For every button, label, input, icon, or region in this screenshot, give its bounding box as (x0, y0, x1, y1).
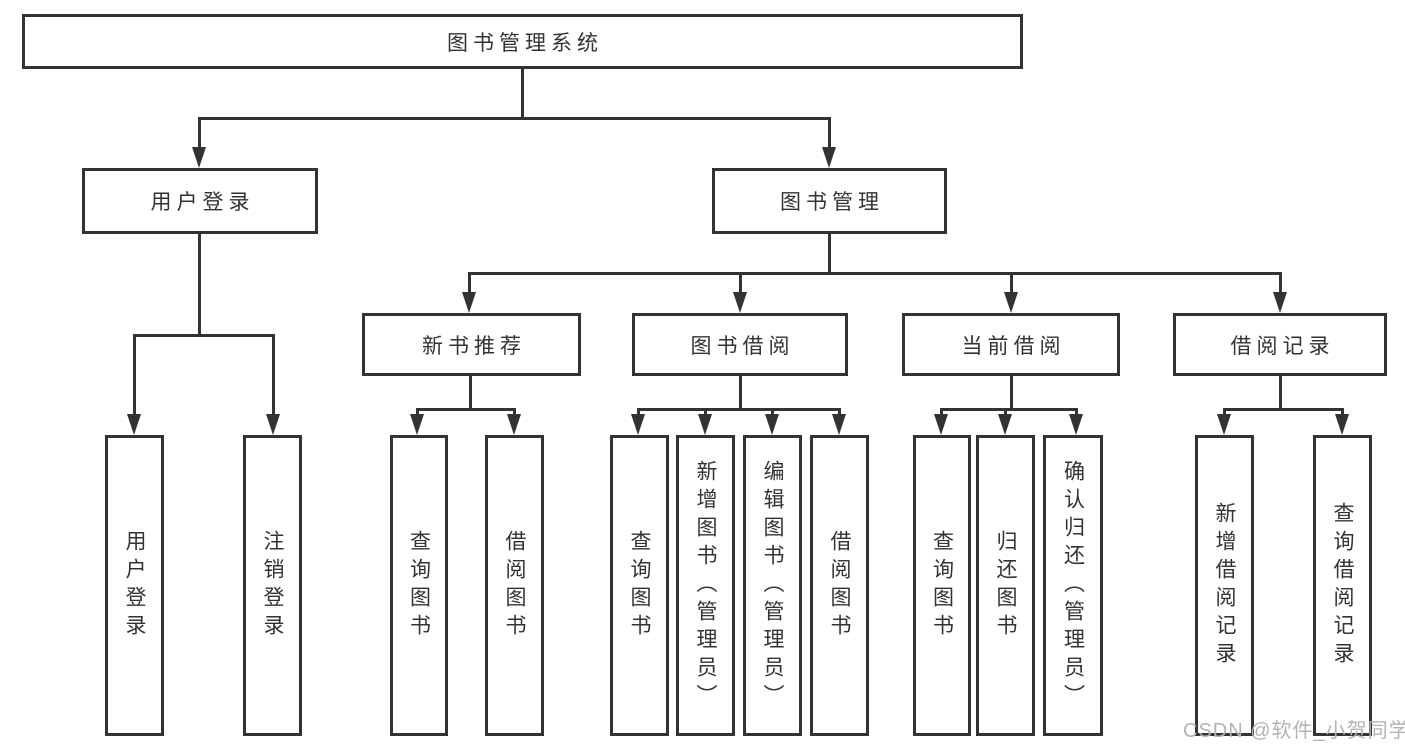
edge-stub (1223, 408, 1226, 418)
leaf-confirm-return-admin: 确认归还（管理员） (1043, 435, 1103, 736)
leaf-label: 用户登录 (123, 529, 146, 642)
leaf-label: 借阅图书 (828, 529, 851, 642)
arrow-down-icon (1335, 414, 1349, 435)
edge-to-leaf-user-login (133, 334, 136, 416)
arrow-down-icon (1069, 414, 1083, 435)
arrow-down-icon (1217, 414, 1231, 435)
leaf-label: 归还图书 (994, 529, 1017, 642)
edge-to-user-login (198, 117, 201, 150)
edge-bookborrow-rail (637, 408, 841, 411)
node-book-management: 图书管理 (712, 168, 947, 234)
edge-stub (637, 408, 640, 418)
node-new-book-recommend: 新书推荐 (362, 313, 581, 376)
leaf-query-books-current: 查询图书 (913, 435, 971, 736)
leaf-label: 编辑图书（管理员） (761, 459, 784, 712)
leaf-borrow-books: 借阅图书 (810, 435, 869, 736)
edge-to-current-borrow (1010, 272, 1013, 295)
edge-stub (940, 408, 943, 418)
arrow-down-icon (832, 414, 846, 435)
edge-stub (704, 408, 707, 418)
leaf-label: 查询图书 (407, 529, 431, 642)
arrow-down-icon (1004, 292, 1018, 313)
node-borrow-records: 借阅记录 (1173, 313, 1387, 376)
edge-root-rail (198, 117, 831, 120)
edge-bookborrow-stem (739, 376, 742, 411)
edge-borrowrecords-stem (1279, 376, 1282, 411)
arrow-down-icon (462, 292, 476, 313)
arrow-down-icon (631, 414, 645, 435)
edge-currentborrow-stem (1010, 376, 1013, 411)
leaf-borrow-books-recommend: 借阅图书 (485, 435, 544, 736)
arrow-down-icon (698, 414, 712, 435)
leaf-label: 确认归还（管理员） (1061, 459, 1085, 712)
leaf-label: 注销登录 (261, 529, 284, 642)
leaf-label: 新增借阅记录 (1213, 501, 1236, 670)
edge-borrowrecords-rail (1223, 408, 1344, 411)
leaf-add-book-admin: 新增图书（管理员） (676, 435, 735, 736)
edge-stub (513, 408, 516, 418)
leaf-logout: 注销登录 (243, 435, 302, 736)
edge-to-recommend (468, 272, 471, 295)
arrow-down-icon (127, 414, 141, 435)
edge-stub (771, 408, 774, 418)
leaf-query-books-borrow: 查询图书 (610, 435, 669, 736)
leaf-return-books: 归还图书 (976, 435, 1035, 736)
edge-bookmgmt-stem (828, 234, 831, 275)
leaf-label: 查询借阅记录 (1331, 501, 1354, 670)
leaf-edit-book-admin: 编辑图书（管理员） (743, 435, 802, 736)
edge-to-book-management (828, 117, 831, 150)
edge-stub (416, 408, 419, 418)
edge-bookmgmt-rail (468, 272, 1282, 275)
leaf-label: 查询图书 (628, 529, 651, 642)
arrow-down-icon (934, 414, 948, 435)
edge-userlogin-rail (133, 334, 275, 337)
edge-userlogin-stem (198, 234, 201, 337)
leaf-query-borrow-record: 查询借阅记录 (1313, 435, 1372, 736)
arrow-down-icon (765, 414, 779, 435)
arrow-down-icon (507, 414, 521, 435)
edge-currentborrow-rail (940, 408, 1078, 411)
node-root: 图书管理系统 (22, 14, 1023, 69)
edge-stub (1004, 408, 1007, 418)
leaf-query-books-recommend: 查询图书 (390, 435, 448, 736)
node-current-borrow: 当前借阅 (902, 313, 1120, 376)
watermark: CSDN @软件_小贺同学 (1183, 720, 1405, 742)
arrow-down-icon (266, 414, 280, 435)
arrow-down-icon (1273, 292, 1287, 313)
arrow-down-icon (998, 414, 1012, 435)
arrow-down-icon (410, 414, 424, 435)
edge-recommend-rail (416, 408, 516, 411)
leaf-user-login: 用户登录 (105, 435, 164, 736)
edge-to-borrow-records (1279, 272, 1282, 295)
leaf-label: 借阅图书 (503, 529, 526, 642)
edge-recommend-stem (469, 376, 472, 411)
edge-root-stem (521, 68, 524, 119)
node-user-login: 用户登录 (82, 168, 318, 234)
edge-stub (838, 408, 841, 418)
arrow-down-icon (192, 147, 206, 168)
edge-stub (1075, 408, 1078, 418)
node-book-borrow: 图书借阅 (632, 313, 848, 376)
arrow-down-icon (733, 292, 747, 313)
leaf-label: 新增图书（管理员） (694, 459, 717, 712)
edge-stub (1341, 408, 1344, 418)
leaf-add-borrow-record: 新增借阅记录 (1195, 435, 1254, 736)
edge-to-leaf-logout (272, 334, 275, 416)
edge-to-book-borrow (739, 272, 742, 295)
arrow-down-icon (822, 147, 836, 168)
leaf-label: 查询图书 (930, 529, 954, 642)
